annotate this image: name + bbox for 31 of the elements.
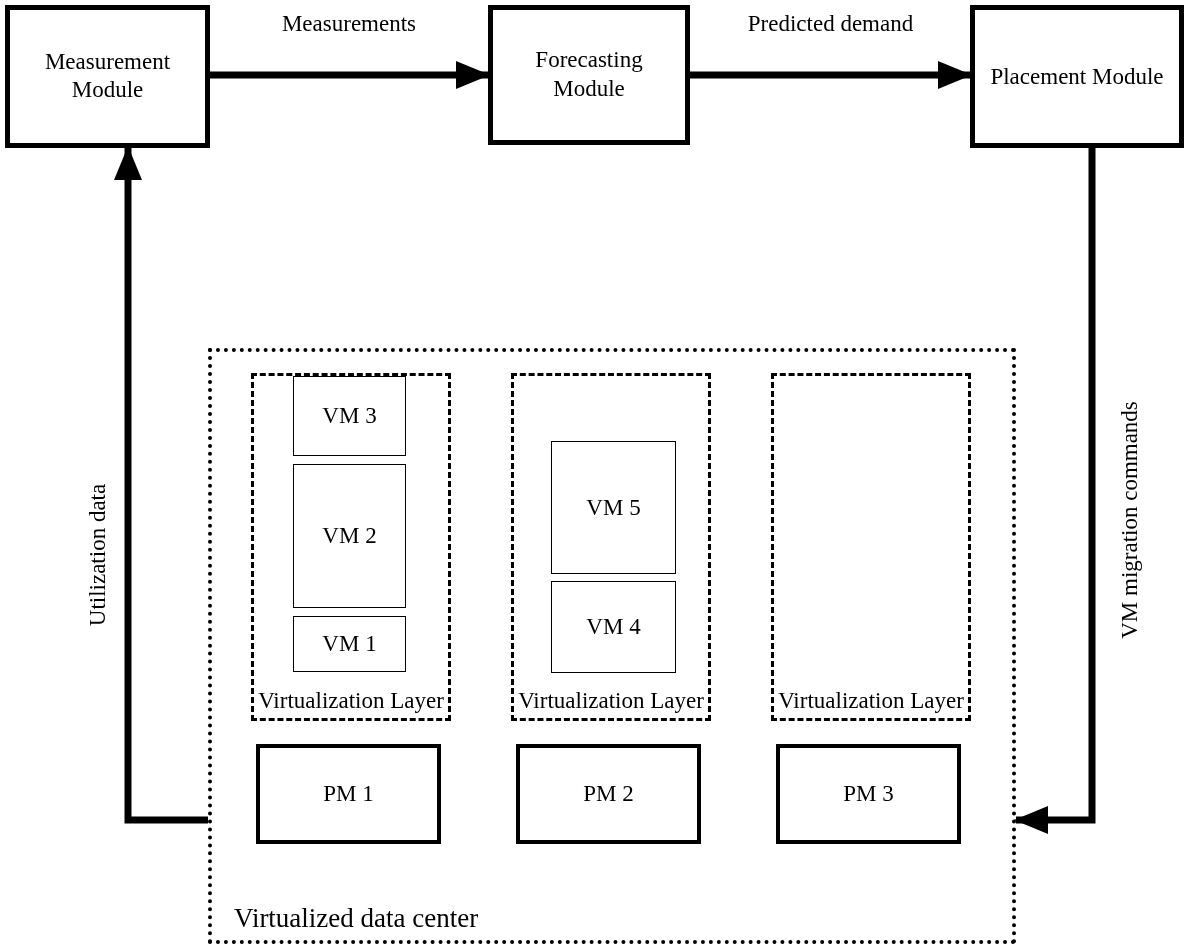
node-label: Virtualization Layer [517, 687, 705, 716]
data-center-region [208, 348, 1016, 944]
module-box [970, 5, 1184, 148]
vm-box [293, 464, 406, 608]
arrow [114, 146, 208, 824]
vm-box [293, 376, 406, 456]
pm-box [256, 744, 441, 844]
node-label: PM 2 [582, 779, 635, 808]
node-label: Placement Module [989, 62, 1165, 91]
virtualization-layer-region [511, 373, 711, 721]
node-label: VM 5 [585, 493, 642, 522]
node-label: Virtualized data center [234, 902, 479, 936]
module-box [5, 5, 210, 148]
pm-box [516, 744, 701, 844]
node-label: PM 1 [322, 779, 375, 808]
node-label: Forecasting Module [534, 46, 644, 103]
vm-box [551, 581, 676, 673]
node-label: VM 2 [321, 521, 378, 550]
node-label: VM 3 [321, 401, 378, 430]
node-label: Virtualization Layer [777, 687, 965, 716]
virtualization-layer-region [771, 373, 971, 721]
node-label: Measurement Module [43, 47, 172, 105]
pm-box [776, 744, 961, 844]
node-label: VM 4 [585, 612, 642, 641]
module-box [488, 5, 690, 145]
node-label: PM 3 [842, 779, 895, 808]
node-label: VM 1 [321, 629, 378, 658]
vm-box [293, 616, 406, 672]
vm-box [551, 441, 676, 574]
virtualization-layer-region [251, 373, 451, 721]
node-label: Virtualization Layer [257, 687, 445, 716]
